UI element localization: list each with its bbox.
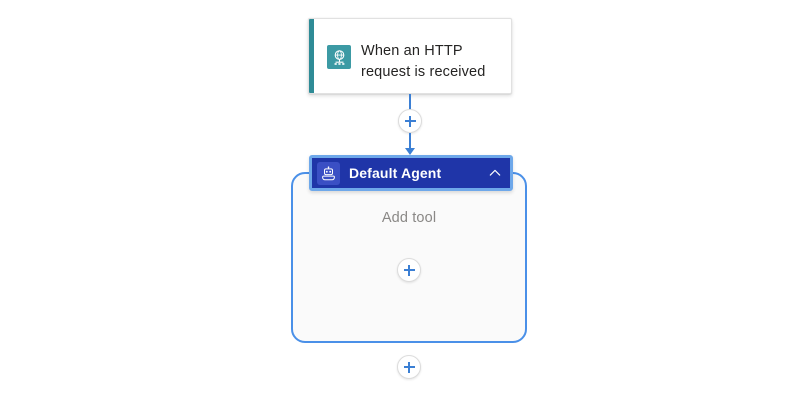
trigger-card-http-request[interactable]: When an HTTP request is received <box>308 18 512 94</box>
connector-line-trigger-to-agent-upper <box>409 94 411 112</box>
add-tool-button[interactable] <box>397 258 421 282</box>
plus-icon-vertical <box>408 361 410 373</box>
http-request-globe-icon <box>327 45 351 69</box>
connector-arrowhead-into-agent <box>405 148 415 155</box>
agent-node-header[interactable]: Default Agent <box>312 158 510 188</box>
plus-icon-vertical <box>409 115 411 127</box>
agent-node-default-agent[interactable]: Default Agent <box>309 155 513 191</box>
agent-node-title: Default Agent <box>349 165 442 181</box>
chevron-up-icon[interactable] <box>486 164 504 182</box>
trigger-card-title: When an HTTP request is received <box>361 41 501 83</box>
add-step-button-between-trigger-and-agent[interactable] <box>398 109 422 133</box>
robot-bot-icon <box>317 161 340 185</box>
add-step-button-after-agent[interactable] <box>397 355 421 379</box>
trigger-title-line-1: When an HTTP <box>361 43 463 59</box>
trigger-accent-bar <box>309 19 314 93</box>
connector-line-trigger-to-agent-lower <box>409 133 411 150</box>
trigger-title-line-2: request is received <box>361 64 486 80</box>
agent-group-container[interactable] <box>291 172 527 343</box>
add-tool-label: Add tool <box>381 210 437 226</box>
plus-icon-vertical <box>408 264 410 276</box>
